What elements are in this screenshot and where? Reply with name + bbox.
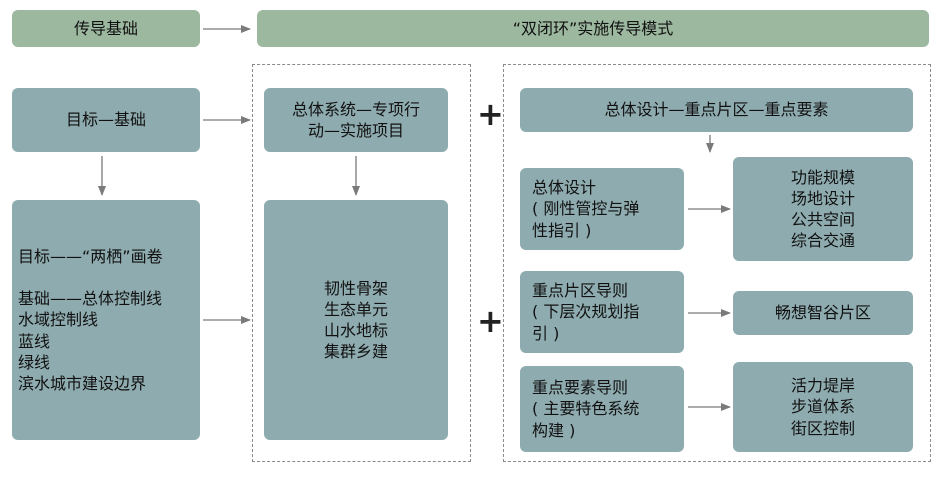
plus-symbol-bottom: + <box>477 302 504 340</box>
goal-basis-box: 目标—基础 <box>12 88 200 152</box>
key-element-guideline-box: 重点要素导则 ( 主要特色系统 构建 ) <box>520 366 684 452</box>
overall-design-chain-box: 总体设计—重点片区—重点要素 <box>520 88 913 132</box>
dashed-frame-right <box>503 64 931 462</box>
key-district-guideline-box: 重点片区导则 ( 下层次规划指 引 ) <box>520 271 684 353</box>
resilience-elements-box: 韧性骨架 生态单元 山水地标 集群乡建 <box>264 200 448 440</box>
goal-basis-detail-box: 目标——“两栖”画卷 基础——总体控制线 水域控制线 蓝线 绿线 滨水城市建设边… <box>12 200 200 440</box>
smart-valley-district-box: 畅想智谷片区 <box>733 291 913 335</box>
plus-symbol-top: + <box>477 95 504 133</box>
overall-design-box: 总体设计 ( 刚性管控与弹 性指引 ) <box>520 168 684 250</box>
dashed-frame-middle <box>252 64 471 462</box>
system-action-project-box: 总体系统—专项行 动—实施项目 <box>264 88 448 152</box>
header-transmission-basis: 传导基础 <box>12 10 200 47</box>
header-dual-loop-mode: “双闭环”实施传导模式 <box>257 10 929 47</box>
function-scale-box: 功能规模 场地设计 公共空间 综合交通 <box>733 157 913 261</box>
vibrant-embankment-box: 活力堤岸 步道体系 街区控制 <box>733 362 913 452</box>
